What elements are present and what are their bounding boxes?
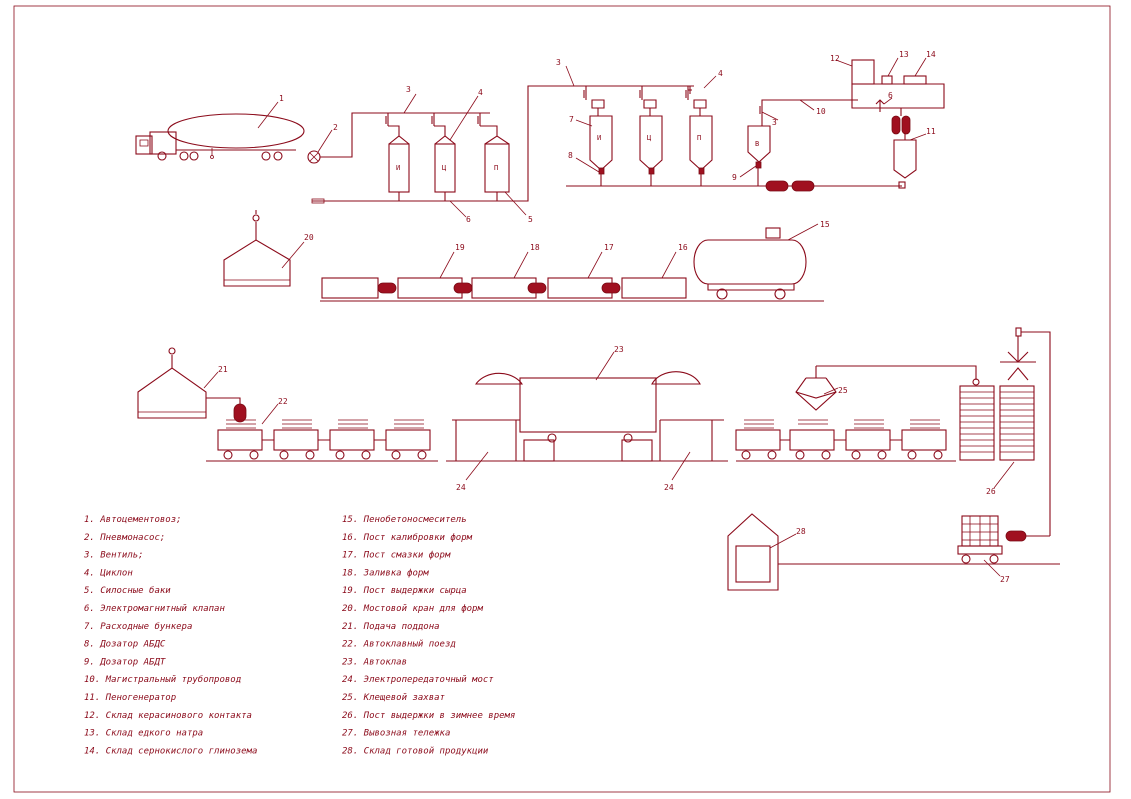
callout-18: 18 — [530, 243, 540, 252]
legend-item: 26. Пост выдержки в зимнее время — [342, 711, 515, 721]
legend-item: 2. Пневмонасос; — [84, 533, 165, 543]
autoclave-train-left — [217, 419, 431, 460]
legend-item: 4. Циклон — [84, 568, 133, 578]
callout-14: 14 — [926, 50, 936, 59]
bunker-mark-v: В — [755, 140, 759, 148]
legend-item: 5. Силосные баки — [84, 585, 171, 596]
callout-6a: 6 — [466, 215, 471, 224]
pipeline-plugs — [765, 180, 815, 192]
legend-item: 22. Автоклавный поезд — [342, 640, 456, 650]
pallet-feed-plug — [233, 403, 247, 423]
reagent-storage — [851, 59, 945, 109]
callout-24b: 24 — [664, 483, 674, 492]
foam-generator — [891, 108, 917, 189]
removal-cart — [957, 515, 1027, 564]
legend-item: 25. Клещевой захват — [342, 693, 446, 703]
callout-27: 27 — [1000, 575, 1010, 584]
doser-abdt — [755, 161, 762, 169]
callout-24a: 24 — [456, 483, 466, 492]
callout-19: 19 — [455, 243, 465, 252]
autoclave-train-right — [735, 419, 947, 460]
legend-item: 13. Склад едкого натра — [84, 729, 203, 739]
legend-right: 15. Пенобетоносмеситель 16. Пост калибров… — [342, 514, 515, 756]
legend-item: 11. Пеногенератор — [84, 693, 176, 703]
foam-concrete-mixer — [693, 227, 807, 300]
legend-left: 1. Автоцементовоз; 2. Пневмонасос; 3. Вент… — [83, 515, 257, 756]
callout-8: 8 — [568, 151, 573, 160]
legend-item: 3. Вентиль; — [83, 551, 144, 561]
legend-item: 24. Электропередаточный мост — [342, 675, 494, 685]
callout-5: 5 — [528, 215, 533, 224]
clamp-grip — [795, 366, 837, 411]
callout-25: 25 — [838, 386, 848, 395]
legend-item: 10. Магистральный трубопровод — [84, 674, 242, 685]
pallet-feed-21 — [137, 347, 207, 419]
doser-abds-2 — [648, 167, 655, 175]
callout-26: 26 — [986, 487, 996, 496]
callout-21: 21 — [218, 365, 228, 374]
doser-abds-3 — [698, 167, 705, 175]
pneumatic-pump — [307, 150, 321, 164]
callout-9: 9 — [732, 173, 737, 182]
autoclave — [474, 371, 701, 443]
callout-17: 17 — [604, 243, 614, 252]
callout-4b: 4 — [718, 69, 723, 78]
winter-holding-post — [959, 327, 1036, 461]
bunker-mark-i: И — [597, 134, 601, 142]
legend-item: 28. Склад готовой продукции — [342, 746, 489, 756]
doser-abds-1 — [598, 167, 605, 175]
callout-3b: 3 — [556, 58, 561, 67]
bunker-mark-c: Ц — [647, 134, 652, 142]
callout-12: 12 — [830, 54, 840, 63]
callout-7: 7 — [569, 115, 574, 124]
callout-15: 15 — [820, 220, 830, 229]
legend-item: 15. Пенобетоносмеситель — [342, 514, 467, 525]
finished-goods-warehouse — [727, 513, 779, 591]
callout-3c: 3 — [772, 118, 777, 127]
silo-group: И Ц П — [385, 113, 510, 193]
callout-10: 10 — [816, 107, 826, 116]
silo-mark-c: Ц — [442, 164, 447, 172]
callout-6b: 6 — [888, 91, 893, 100]
legend-item: 14. Склад сернокислого глинозема — [84, 746, 257, 756]
legend-item: 8. Дозатор АБДС — [84, 640, 166, 650]
overhead-crane-20 — [223, 210, 291, 287]
legend-item: 1. Автоцементовоз; — [84, 515, 182, 525]
transfer-bridges — [452, 419, 724, 462]
legend-item: 7. Расходные бункера — [84, 621, 192, 632]
drawing-frame — [13, 5, 1111, 793]
cement-truck — [135, 113, 305, 161]
callout-3a: 3 — [406, 85, 411, 94]
callout-13: 13 — [899, 50, 909, 59]
legend-item: 19. Пост выдержки сырца — [342, 586, 467, 596]
legend-item: 12. Склад керасинового контакта — [84, 711, 252, 721]
callout-1: 1 — [279, 94, 284, 103]
legend-item: 20. Мостовой кран для форм — [342, 604, 483, 614]
legend-item: 16. Пост калибровки форм — [342, 532, 473, 543]
callout-20: 20 — [304, 233, 314, 242]
callout-2: 2 — [333, 123, 338, 132]
legend-item: 9. Дозатор АБДТ — [84, 657, 166, 667]
legend-item: 17. Пост смазки форм — [342, 551, 451, 561]
legend-item: 27. Вывозная тележка — [342, 729, 450, 739]
callout-11: 11 — [926, 127, 936, 136]
silo-mark-i: И — [396, 164, 400, 172]
mold-posts — [321, 277, 687, 299]
legend-item: 6. Электромагнитный клапан — [84, 604, 225, 614]
legend-item: 21. Подача поддона — [342, 622, 440, 632]
legend-item: 18. Заливка форм — [342, 568, 429, 578]
callout-23: 23 — [614, 345, 624, 354]
legend-item: 23. Автоклав — [342, 657, 407, 667]
bunker-group: И Ц П В — [589, 99, 771, 171]
silo-mark-p: П — [494, 164, 498, 172]
callout-16: 16 — [678, 243, 688, 252]
callout-22: 22 — [278, 397, 288, 406]
bunker-mark-p: П — [697, 134, 701, 142]
callout-4a: 4 — [478, 88, 483, 97]
callout-28: 28 — [796, 527, 806, 536]
